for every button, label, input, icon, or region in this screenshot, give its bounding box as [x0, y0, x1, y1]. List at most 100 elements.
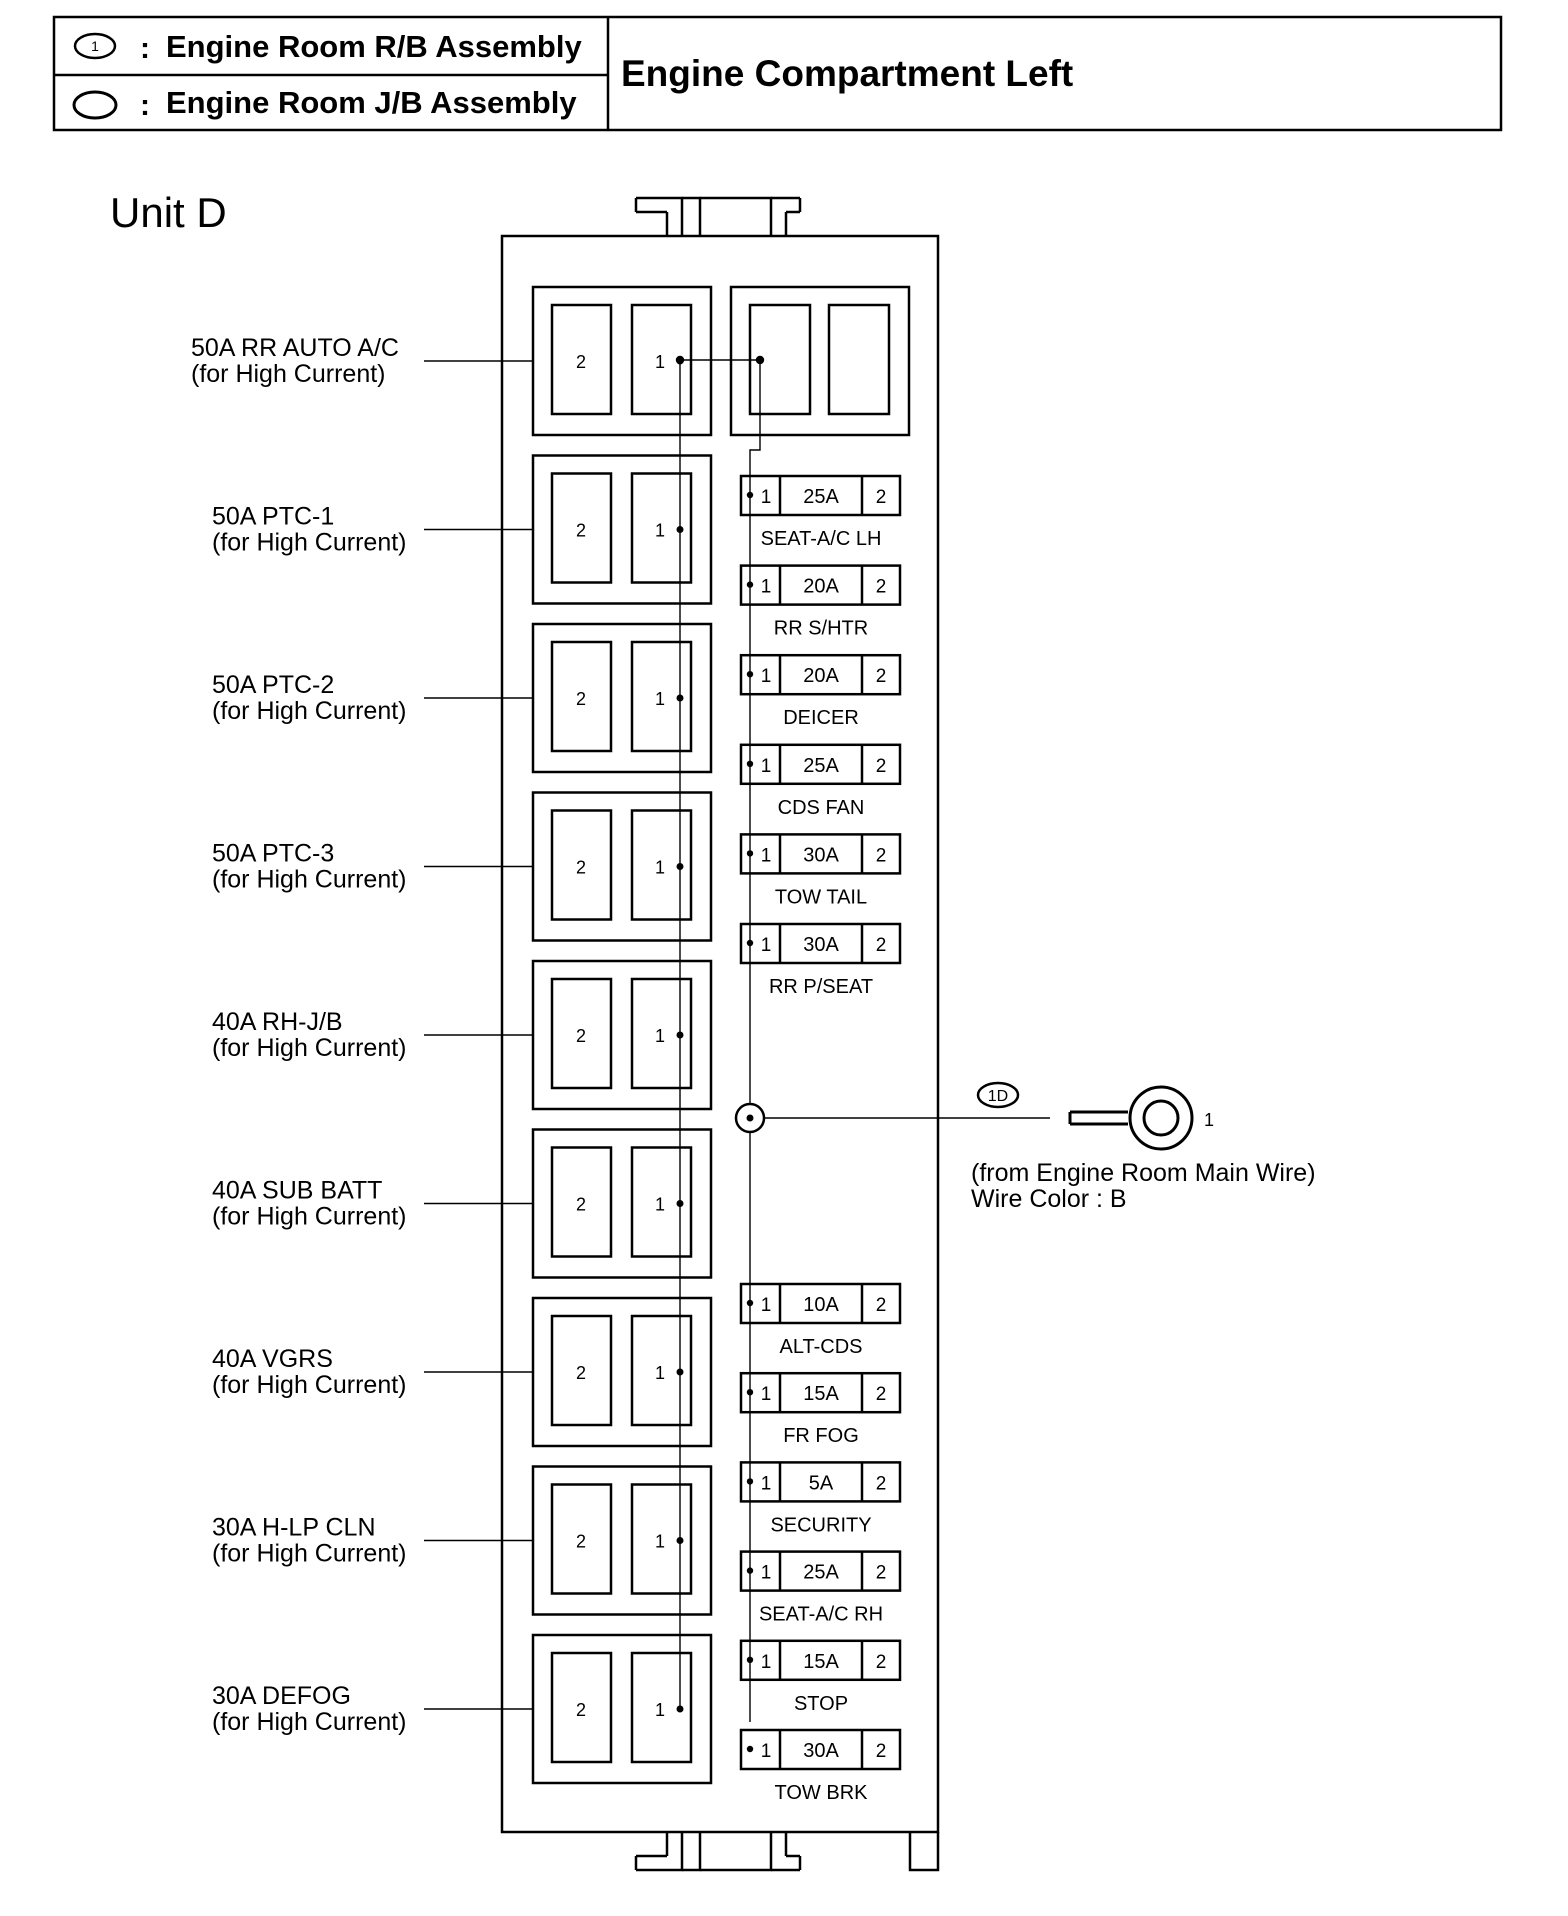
svg-text:1D: 1D — [988, 1088, 1008, 1105]
fuse-pin-1: 1 — [761, 1295, 772, 1316]
fuse-amperage: 30A — [803, 1740, 839, 1762]
fuse-label: 50A PTC-2 — [212, 671, 334, 699]
rb-symbol-icon: 1 — [73, 32, 117, 60]
fuse-amperage: 5A — [809, 1472, 834, 1494]
fuse-pin-left: 2 — [576, 689, 586, 709]
fuse-label: STOP — [794, 1693, 848, 1715]
terminal-source: (from Engine Room Main Wire) — [971, 1159, 1316, 1187]
junction-dot — [746, 850, 754, 857]
fuse-label: CDS FAN — [778, 797, 865, 819]
fuse-sublabel: (for High Current) — [212, 697, 407, 725]
fuse-pin-right: 1 — [655, 858, 665, 878]
fuse-pin-1: 1 — [761, 577, 772, 598]
fuse-pin-1: 1 — [761, 1741, 772, 1762]
fuse-label: FR FOG — [783, 1425, 859, 1447]
junction-dot — [676, 1200, 684, 1207]
fuse-pin-1: 1 — [761, 1384, 772, 1405]
junction-dot — [746, 491, 754, 499]
fuse-amperage: 15A — [803, 1383, 839, 1405]
fuse-pin-right: 1 — [655, 352, 665, 372]
legend-rb-text: Engine Room R/B Assembly — [166, 29, 582, 64]
fuse-sublabel: (for High Current) — [212, 866, 407, 894]
fuse-label: 40A VGRS — [212, 1345, 333, 1373]
fuse-pin-1: 1 — [761, 756, 772, 777]
fuse-pin-left: 2 — [576, 1532, 586, 1552]
fuse-label: 40A SUB BATT — [212, 1177, 382, 1205]
fuse-pin-2: 2 — [876, 1384, 887, 1405]
fuse-pin-2: 2 — [876, 577, 887, 598]
fuse-label: TOW TAIL — [775, 886, 867, 908]
junction-dot — [676, 357, 684, 365]
fuse-pin-2: 2 — [876, 935, 887, 956]
large-fuse: 2 1 50A PTC-2(for High Current) — [212, 622, 713, 774]
fuse-pin-1: 1 — [761, 935, 772, 956]
fuse-label: TOW BRK — [775, 1782, 869, 1804]
fuse-pin-left: 2 — [576, 1195, 586, 1215]
jb-symbol-icon — [72, 90, 118, 120]
fuse-sublabel: (for High Current) — [212, 1203, 407, 1231]
fuse-sublabel: (for High Current) — [212, 529, 407, 557]
fuse-pin-left: 2 — [576, 1700, 586, 1720]
fuse-label: DEICER — [783, 707, 859, 729]
junction-dot — [746, 760, 754, 767]
fuse-pin-right: 1 — [655, 1026, 665, 1046]
junction-dot — [746, 1567, 754, 1574]
fuse-pin-left: 2 — [576, 858, 586, 878]
junction-dot — [746, 1478, 754, 1485]
fuse-amperage: 10A — [803, 1294, 839, 1316]
fuse-pin-2: 2 — [876, 487, 887, 508]
fuse-pin-1: 1 — [761, 1563, 772, 1584]
svg-text:1: 1 — [91, 38, 99, 54]
fuse-label: RR S/HTR — [774, 618, 868, 640]
fuse-pin-left: 2 — [576, 521, 586, 541]
ring-terminal-icon — [1068, 1085, 1194, 1151]
header-table — [52, 15, 1503, 132]
terminal-wire-color: Wire Color : B — [971, 1185, 1127, 1213]
large-fuse: 2 1 40A SUB BATT(for High Current) — [212, 1128, 713, 1279]
fuse-pin-2: 2 — [876, 756, 887, 777]
fuse-label: 50A PTC-3 — [212, 840, 334, 868]
fuse-pin-2: 2 — [876, 666, 887, 687]
fuse-pin-left: 2 — [576, 1026, 586, 1046]
junction-dot — [746, 1389, 754, 1396]
fuse-box-body — [500, 234, 940, 1834]
junction-dot — [676, 526, 684, 533]
fuse-pin-1: 1 — [761, 845, 772, 866]
fuse-amperage: 20A — [803, 665, 839, 687]
small-fuse: 1 20A 2 RR S/HTR — [739, 564, 902, 640]
fuse-amperage: 20A — [803, 576, 839, 598]
fuse-pin-2: 2 — [876, 1473, 887, 1494]
fuse-sublabel: (for High Current) — [191, 360, 386, 388]
fuse-pin-left: 2 — [576, 352, 586, 372]
fuse-pin-right: 1 — [655, 689, 665, 709]
fuse-sublabel: (for High Current) — [212, 1708, 407, 1736]
junction-dot — [746, 671, 754, 678]
small-fuse: 1 15A 2 FR FOG — [739, 1371, 902, 1447]
mount-tabs-top — [634, 196, 802, 236]
fuse-label: SEAT-A/C RH — [759, 1604, 883, 1626]
fuse-label: 50A PTC-1 — [212, 503, 334, 531]
large-fuse: 2 1 50A PTC-3(for High Current) — [212, 791, 713, 942]
junction-dot — [676, 863, 684, 870]
fuse-pin-1: 1 — [761, 487, 772, 508]
fuse-pin-left: 2 — [576, 1363, 586, 1383]
junction-dot — [746, 939, 754, 947]
fuse-label: SEAT-A/C LH — [761, 528, 882, 550]
junction-dot — [746, 1656, 754, 1664]
fuse-pin-right: 1 — [655, 1195, 665, 1215]
fuse-sublabel: (for High Current) — [212, 1371, 407, 1399]
fuse-amperage: 25A — [803, 486, 839, 508]
connector-1d-icon: 1D — [976, 1081, 1020, 1109]
